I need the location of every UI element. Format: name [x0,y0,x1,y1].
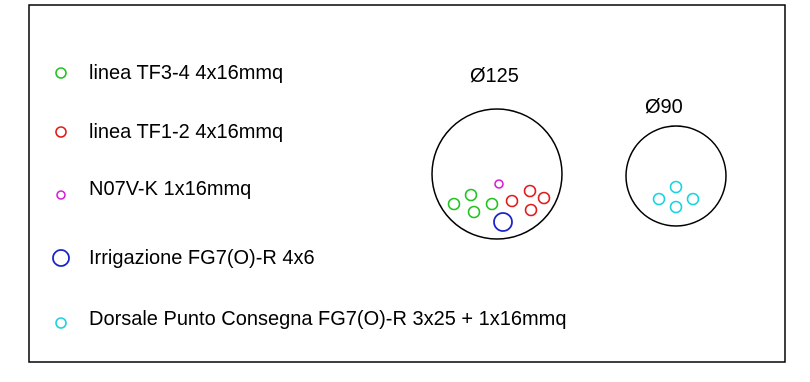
conduit-d125: Ø125 [431,65,563,240]
legend-label-irrigazione: Irrigazione FG7(O)-R 4x6 [89,247,315,269]
cable-dorsale [652,192,666,206]
diagram-border [28,4,786,363]
cable-tf34 [467,205,481,219]
cable-tf34 [485,197,499,211]
cable-tf34 [447,197,461,211]
cable-dorsale [669,200,683,214]
legend-label-tf12: linea TF1-2 4x16mmq [89,121,283,143]
legend-marker-tf34 [55,67,67,79]
cable-dorsale [686,192,700,206]
legend-label-dorsale: Dorsale Punto Consegna FG7(O)-R 3x25 + 1… [89,308,566,330]
conduit-d90-label: Ø90 [645,96,683,118]
cable-tf34 [464,188,478,202]
cable-dorsale [669,180,683,194]
legend-label-tf34: linea TF3-4 4x16mmq [89,62,283,84]
legend-marker-irrigazione [52,249,70,267]
legend: linea TF3-4 4x16mmq linea TF1-2 4x16mmq … [52,62,566,330]
conduit-d125-label: Ø125 [470,65,519,87]
conduit-d125-outline [431,108,563,240]
cable-tf12 [505,194,519,208]
cable-tf12 [537,191,551,205]
legend-marker-n07vk [56,190,66,200]
cable-tf12 [524,203,538,217]
conduit-d90-outline [625,125,727,227]
legend-marker-tf12 [55,126,67,138]
cable-n07vk [494,179,504,189]
cable-irrigazione [493,212,513,232]
cable-tf12 [523,184,537,198]
conduit-d90: Ø90 [625,96,727,227]
legend-marker-dorsale [55,317,67,329]
legend-label-n07vk: N07V-K 1x16mmq [89,178,251,200]
